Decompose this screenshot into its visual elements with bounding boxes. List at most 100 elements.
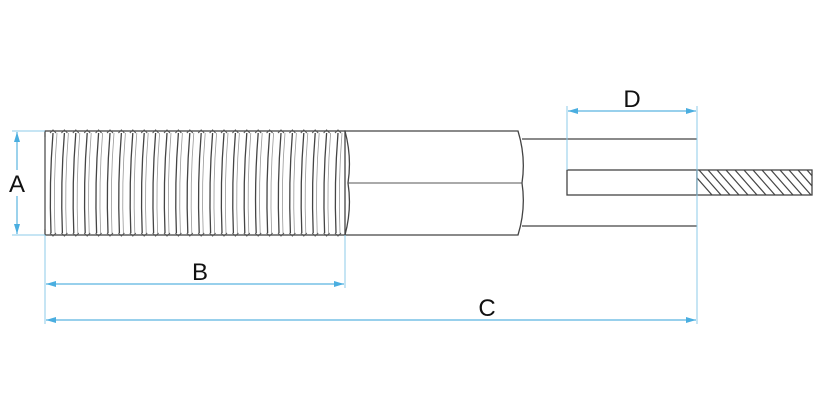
thread-tooth bbox=[61, 129, 68, 237]
dimension-b: B bbox=[46, 259, 344, 287]
thread-crest bbox=[118, 132, 123, 234]
cable-strand bbox=[761, 170, 785, 195]
thread-tooth bbox=[72, 129, 80, 237]
cable-strand bbox=[698, 170, 722, 195]
thread-crest bbox=[323, 132, 328, 234]
thread-crest bbox=[61, 132, 66, 234]
thread-root bbox=[53, 132, 58, 234]
cable-strand bbox=[725, 170, 749, 195]
thread-crest bbox=[334, 132, 339, 234]
thread-crest bbox=[197, 132, 202, 234]
thread-crest bbox=[289, 132, 294, 234]
thread-crest bbox=[300, 132, 305, 234]
thread-root bbox=[145, 132, 149, 234]
thread-tooth bbox=[118, 129, 125, 237]
thread-root bbox=[316, 132, 320, 234]
cable-strand bbox=[752, 170, 776, 195]
thread-crest bbox=[175, 132, 180, 234]
thread-crest bbox=[95, 132, 100, 234]
threaded-section bbox=[44, 129, 346, 237]
dimension-c: C bbox=[46, 295, 696, 323]
thread-root bbox=[304, 132, 309, 234]
dimension-label-c: C bbox=[478, 295, 495, 322]
thread-tooth bbox=[209, 129, 216, 237]
thread-tooth bbox=[49, 129, 57, 237]
thread-tooth bbox=[243, 129, 251, 237]
thread-root bbox=[293, 132, 297, 234]
thread-crest bbox=[220, 132, 225, 234]
cable-strand bbox=[697, 177, 713, 195]
hex-body bbox=[344, 130, 524, 236]
thread-root bbox=[99, 132, 103, 234]
thread-root bbox=[236, 132, 240, 234]
thread-crest bbox=[129, 132, 134, 234]
thread-root bbox=[224, 132, 229, 234]
thread-root bbox=[76, 132, 81, 234]
cable-strand bbox=[797, 170, 812, 187]
thread-crest bbox=[72, 132, 77, 234]
thread-tooth bbox=[83, 129, 91, 237]
thread-root bbox=[65, 132, 69, 234]
thread-root bbox=[190, 132, 195, 234]
extension-lines bbox=[12, 106, 698, 324]
cable-strand bbox=[788, 170, 812, 195]
thread-crest bbox=[49, 132, 54, 234]
thread-root bbox=[281, 132, 286, 234]
wire-cable bbox=[696, 169, 820, 196]
dimension-label-d: D bbox=[623, 86, 640, 113]
thread-tooth bbox=[175, 129, 182, 237]
thread-crest bbox=[311, 132, 316, 234]
thread-crest bbox=[209, 132, 214, 234]
cable-bore bbox=[566, 169, 698, 196]
cable-strand bbox=[779, 170, 803, 195]
thread-root bbox=[247, 132, 252, 234]
thread-root bbox=[156, 132, 160, 234]
thread-root bbox=[133, 132, 138, 234]
cable-strand bbox=[743, 170, 767, 195]
thread-crest bbox=[266, 132, 271, 234]
cable-strand bbox=[716, 170, 740, 195]
thread-tooth bbox=[277, 129, 285, 237]
thread-tooth bbox=[197, 129, 205, 237]
thread-tooth bbox=[289, 129, 296, 237]
cable-strand bbox=[734, 170, 758, 195]
thread-tooth bbox=[140, 129, 148, 237]
thread-root bbox=[327, 132, 331, 234]
thread-tooth bbox=[129, 129, 137, 237]
cable-strand bbox=[816, 170, 820, 195]
thread-tooth bbox=[334, 129, 342, 237]
thread-crest bbox=[232, 132, 237, 234]
thread-tooth bbox=[254, 129, 262, 237]
shank bbox=[522, 138, 698, 227]
thread-tooth bbox=[232, 129, 239, 237]
dimension-label-a: A bbox=[9, 171, 25, 198]
thread-crest bbox=[277, 132, 282, 234]
thread-root bbox=[122, 132, 126, 234]
thread-tooth bbox=[186, 129, 194, 237]
thread-root bbox=[202, 132, 206, 234]
thread-tooth bbox=[163, 129, 171, 237]
thread-crest bbox=[254, 132, 259, 234]
thread-root bbox=[338, 132, 343, 234]
thread-root bbox=[88, 132, 92, 234]
dimension-d: D bbox=[568, 86, 696, 114]
thread-tooth bbox=[266, 129, 273, 237]
thread-root bbox=[110, 132, 115, 234]
thread-tooth bbox=[152, 129, 159, 237]
thread-root bbox=[270, 132, 274, 234]
thread-root bbox=[167, 132, 172, 234]
cable-strand bbox=[770, 170, 794, 195]
thread-crest bbox=[243, 132, 248, 234]
thread-root bbox=[259, 132, 263, 234]
thread-crest bbox=[83, 132, 88, 234]
thread-crest bbox=[163, 132, 168, 234]
thread-tooth bbox=[220, 129, 228, 237]
cable-strand bbox=[707, 170, 731, 195]
dimension-a: A bbox=[6, 132, 28, 234]
thread-tooth bbox=[311, 129, 319, 237]
cable-strand bbox=[806, 170, 812, 177]
dimension-label-b: B bbox=[192, 259, 208, 286]
thread-tooth bbox=[300, 129, 308, 237]
thread-crest bbox=[152, 132, 157, 234]
